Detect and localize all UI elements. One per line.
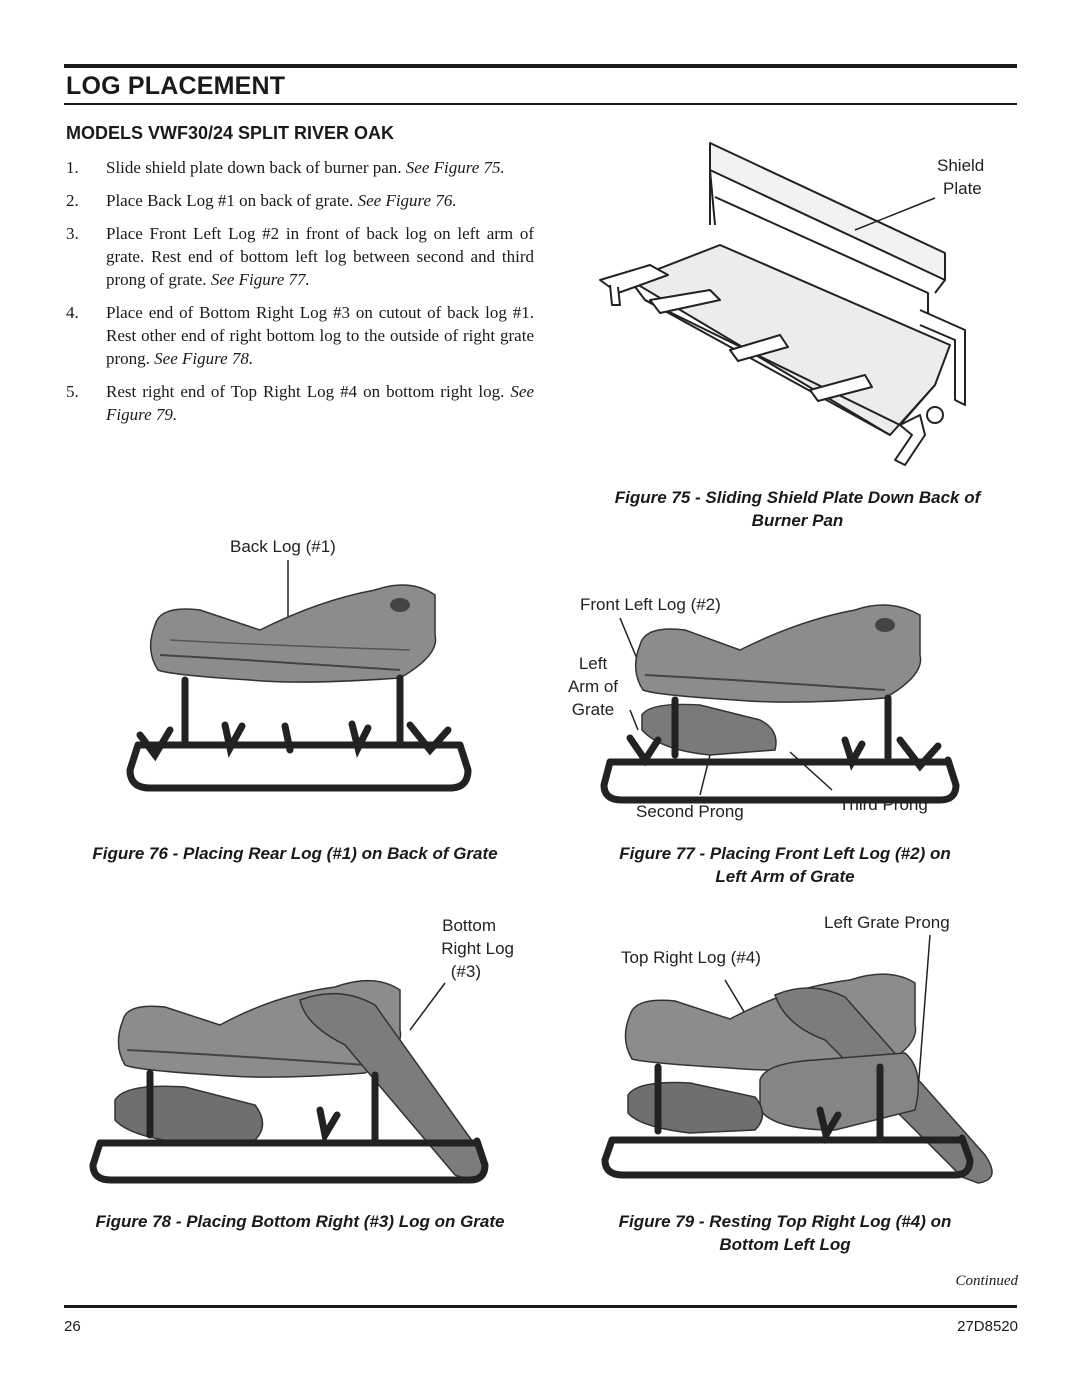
step-item: 4. Place end of Bottom Right Log #3 on cu… [66, 301, 534, 370]
step-text: Place end of Bottom Right Log #3 on cuto… [106, 303, 534, 368]
step-item: 3. Place Front Left Log #2 in front of ba… [66, 222, 534, 291]
caption-line: Bottom Left Log [719, 1235, 851, 1254]
figure-78-illustration [89, 979, 489, 1184]
label-bottom-right-log: Bottom Right Log (#3) [414, 914, 514, 983]
instruction-list: 1. Slide shield plate down back of burner… [66, 156, 534, 436]
caption-line: Left Arm of Grate [715, 867, 855, 886]
document-code: 27D8520 [957, 1318, 1018, 1335]
title-underline [64, 103, 1017, 105]
footer-rule [64, 1305, 1017, 1308]
label-left-grate-prong: Left Grate Prong [824, 913, 950, 932]
step-number: 4. [66, 303, 79, 322]
label-third-prong: Third Prong [839, 795, 928, 814]
section-title: MODELS VWF30/24 SPLIT RIVER OAK [66, 123, 395, 143]
label-front-left-log: Front Left Log (#2) [580, 595, 721, 614]
label-line: (#3) [450, 962, 481, 981]
figure-77-caption: Figure 77 - Placing Front Left Log (#2) … [560, 842, 1010, 888]
label-back-log: Back Log (#1) [230, 537, 336, 556]
figure-75-caption: Figure 75 - Sliding Shield Plate Down Ba… [575, 486, 1020, 532]
label-left-arm: Left Arm of Grate [560, 652, 626, 721]
top-rule [64, 64, 1017, 68]
figure-79-illustration [601, 935, 993, 1184]
label-line: Left [578, 654, 608, 673]
step-item: 2. Place Back Log #1 on back of grate. Se… [66, 189, 534, 212]
figure-76-caption: Figure 76 - Placing Rear Log (#1) on Bac… [92, 844, 498, 863]
step-text: Place Front Left Log #2 in front of back… [106, 224, 534, 289]
step-item: 1. Slide shield plate down back of burner… [66, 156, 534, 179]
figure-76-illustration [126, 560, 472, 792]
caption-line: Burner Pan [751, 511, 844, 530]
continued-note: Continued [955, 1273, 1019, 1289]
step-number: 3. [66, 224, 79, 243]
figure-79-caption: Figure 79 - Resting Top Right Log (#4) o… [560, 1210, 1010, 1256]
figure-77-illustration [600, 604, 960, 804]
page-number: 26 [64, 1318, 81, 1335]
step-text: Rest right end of Top Right Log #4 on bo… [106, 382, 511, 401]
figure-75-illustration [599, 142, 966, 466]
step-item: 5. Rest right end of Top Right Log #4 on … [66, 380, 534, 426]
label-line: Bottom [442, 916, 496, 935]
label-line: Grate [571, 700, 615, 719]
step-number: 5. [66, 382, 79, 401]
page-title: LOG PLACEMENT [66, 72, 286, 100]
step-number: 1. [66, 158, 79, 177]
step-figure-ref: See Figure 75. [405, 158, 505, 177]
figure-78-caption: Figure 78 - Placing Bottom Right (#3) Lo… [95, 1212, 505, 1231]
label-top-right-log: Top Right Log (#4) [621, 948, 761, 967]
label-line: Right Log [441, 939, 514, 958]
step-figure-ref: See Figure 77. [210, 270, 310, 289]
label-second-prong: Second Prong [636, 802, 744, 821]
caption-line: Figure 75 - Sliding Shield Plate Down Ba… [614, 488, 981, 507]
caption-line: Figure 77 - Placing Front Left Log (#2) … [619, 844, 951, 863]
label-shield: Shield [937, 156, 985, 175]
step-text: Slide shield plate down back of burner p… [106, 158, 406, 177]
step-number: 2. [66, 191, 79, 210]
caption-line: Figure 79 - Resting Top Right Log (#4) o… [618, 1212, 952, 1231]
label-line: Arm of [567, 677, 619, 696]
step-text: Place Back Log #1 on back of grate. [106, 191, 358, 210]
step-figure-ref: See Figure 78. [154, 349, 254, 368]
step-figure-ref: See Figure 76. [357, 191, 457, 210]
label-plate: Plate [943, 179, 982, 198]
step-figure-ref: See Figure 79. [106, 382, 534, 424]
